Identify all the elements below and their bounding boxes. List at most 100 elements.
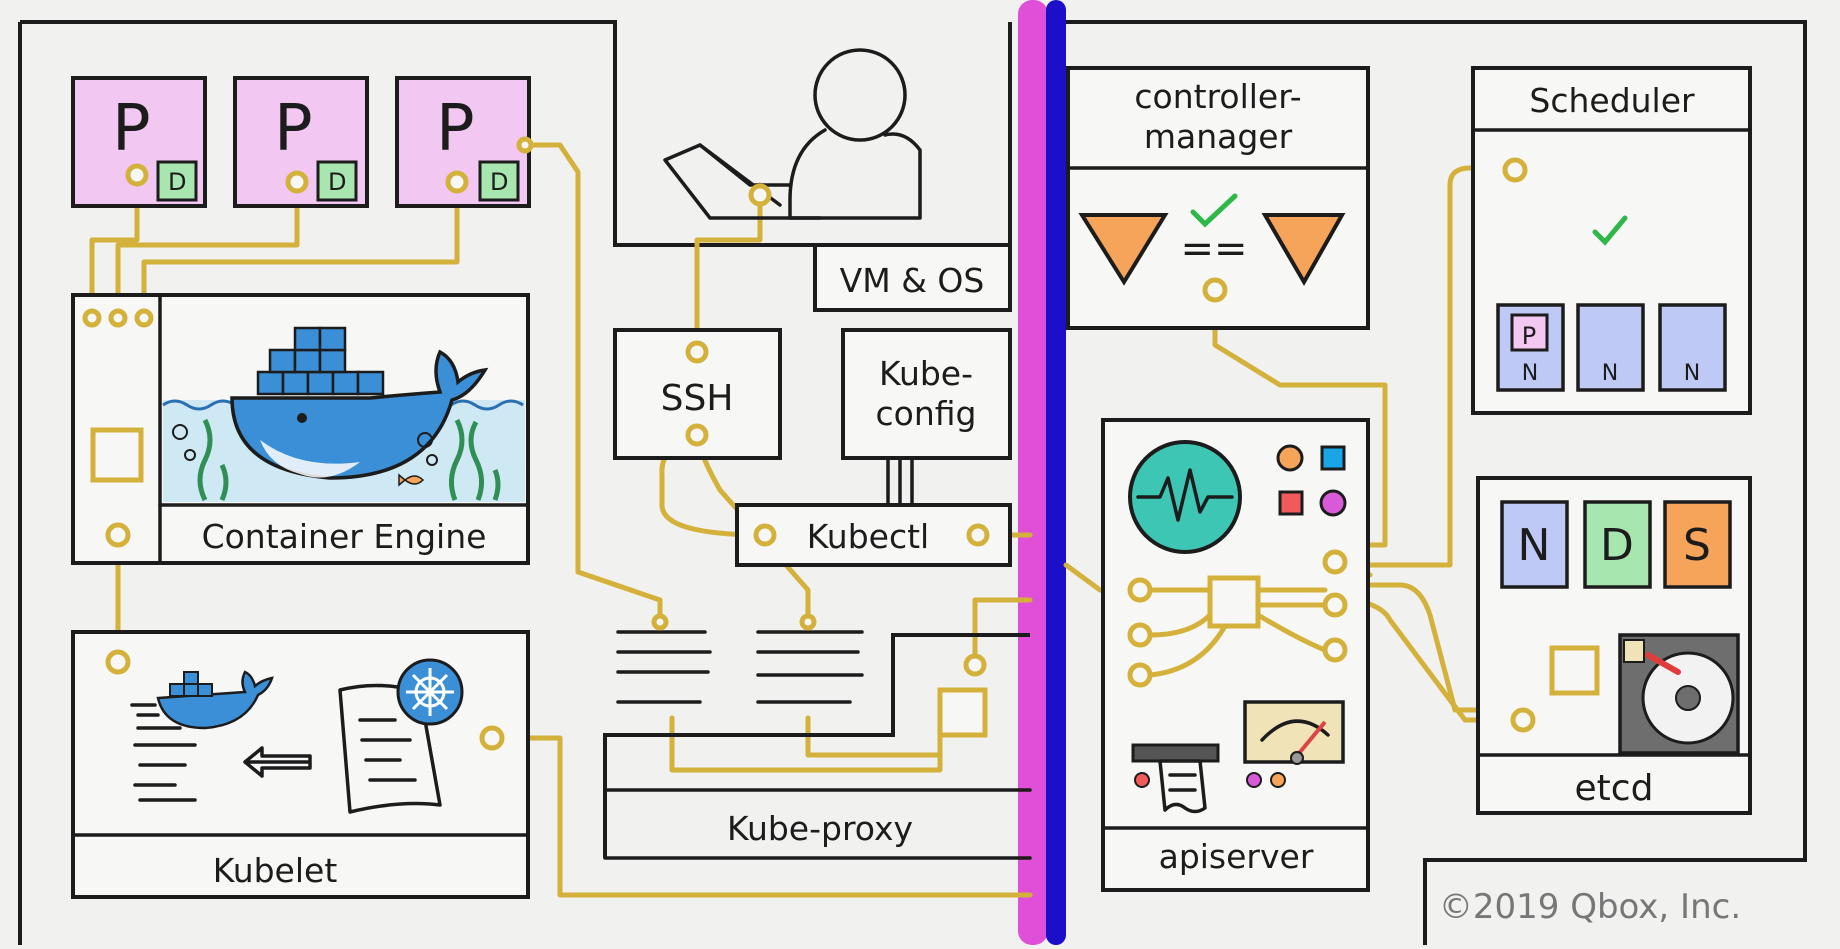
etcd[interactable]: N D S etcd	[1476, 476, 1752, 815]
pod-connector	[285, 170, 309, 194]
pod-container-badge	[316, 160, 358, 202]
document-icon	[338, 683, 442, 814]
etcd-store-label: D	[1600, 520, 1634, 571]
ssh-top-connector	[685, 340, 709, 364]
status-light-orange	[1276, 444, 1304, 472]
checkmark-icon	[1592, 215, 1628, 246]
ssh-bottom-connector	[685, 423, 709, 447]
proxy-junction	[937, 687, 988, 738]
engine-connector	[134, 308, 154, 328]
desired-state-triangle	[1078, 213, 1169, 286]
controller-manager-label-line1: controller-	[1134, 77, 1301, 116]
fish-icon	[398, 473, 425, 487]
scheduler-label: Scheduler	[1529, 81, 1695, 120]
pod-badge-label: D	[490, 168, 508, 196]
etcd-store-d	[1583, 500, 1652, 589]
status-light-red	[1278, 490, 1304, 516]
rules-text-lines	[616, 630, 864, 704]
engine-connector	[82, 308, 102, 328]
proxy-connector	[651, 613, 669, 631]
receipt-printer-icon	[1131, 743, 1220, 814]
node-label: N	[1522, 361, 1538, 386]
kubeconfig-label-line1: Kube-	[879, 354, 973, 393]
kubelet[interactable]: Kubelet	[71, 630, 530, 899]
apiserver-hub	[1207, 575, 1261, 629]
apiserver-label: apiserver	[1159, 837, 1314, 876]
status-light-purple	[1319, 489, 1347, 517]
ssh[interactable]: SSH	[613, 328, 782, 460]
kubectl-left-connector	[753, 523, 777, 547]
kube-proxy-frame	[603, 633, 1030, 858]
pod-badge-label: D	[168, 168, 186, 196]
kubectl[interactable]: Kubectl	[735, 503, 1012, 567]
engine-connector	[108, 308, 128, 328]
etcd-connector	[1510, 707, 1536, 733]
vm-os[interactable]: VM & OS	[813, 243, 1012, 312]
hard-disk-icon	[1618, 633, 1740, 755]
container-engine[interactable]: Container Engine	[71, 293, 530, 565]
checkmark-icon	[1190, 193, 1238, 228]
controller-equals: ==	[1180, 226, 1247, 272]
seaweed	[197, 418, 501, 502]
copyright-notice: ©2019 Qbox, Inc.	[1439, 887, 1741, 927]
scheduler[interactable]: Scheduler P N N N	[1471, 66, 1752, 415]
apiserver-port	[1322, 592, 1348, 618]
kube-proxy[interactable]: Kube-proxy	[603, 613, 1032, 860]
kubernetes-wheel-icon	[396, 658, 464, 726]
kubeconfig-link	[886, 456, 914, 507]
apiserver-port	[1127, 622, 1153, 648]
scheduled-pod-label: P	[1522, 322, 1536, 350]
pod-2[interactable]: P D	[233, 76, 369, 208]
etcd-junction	[1549, 645, 1600, 696]
current-state-triangle	[1261, 213, 1346, 287]
engine-connector	[105, 522, 131, 548]
apiserver-port	[1127, 577, 1153, 603]
etcd-store-s	[1663, 500, 1732, 589]
gauge-icon	[1243, 700, 1345, 788]
status-light-blue	[1320, 445, 1346, 471]
controller-manager-connector	[1202, 277, 1228, 303]
pod-container-badge	[478, 160, 520, 202]
kubelet-connector	[105, 649, 131, 675]
pod-label: P	[274, 92, 313, 166]
pod-group: P D P D P D	[71, 76, 534, 208]
scheduler-node-2	[1576, 303, 1645, 392]
controller-manager-label-line2: manager	[1144, 117, 1293, 156]
node-label: N	[1684, 361, 1700, 386]
scheduler-connector	[1502, 157, 1528, 183]
pod-side-connector	[516, 136, 534, 154]
scheduled-pod	[1510, 313, 1549, 352]
vm-os-box	[813, 243, 1012, 312]
controller-manager-box	[1066, 66, 1370, 330]
controller-manager[interactable]: controller- manager ==	[1066, 66, 1370, 330]
apiserver-port	[1322, 637, 1348, 663]
kubectl-label: Kubectl	[807, 517, 929, 556]
pod-container-badge	[156, 160, 198, 202]
ssh-label: SSH	[661, 378, 734, 419]
left-divider	[1018, 0, 1048, 945]
container-engine-label: Container Engine	[202, 517, 487, 556]
right-panel-frame	[1065, 20, 1807, 945]
pod-label: P	[436, 92, 475, 166]
kubelet-text-lines	[133, 726, 197, 802]
proxy-connector	[963, 653, 987, 677]
kubectl-box	[735, 503, 1012, 567]
etcd-store-n	[1500, 500, 1569, 589]
kubeconfig-label-line2: config	[876, 394, 977, 433]
pod-3[interactable]: P D	[395, 76, 534, 208]
kubeconfig[interactable]: Kube- config	[841, 328, 1012, 507]
docker-whale-icon	[130, 670, 274, 730]
scheduler-node-3	[1658, 303, 1727, 392]
etcd-label: etcd	[1575, 768, 1654, 809]
kubeconfig-box	[841, 328, 1012, 460]
pod-1[interactable]: P D	[71, 76, 207, 208]
pod-label: P	[112, 92, 151, 166]
apiserver[interactable]: apiserver	[1101, 418, 1370, 892]
pod-badge-label: D	[328, 168, 346, 196]
kubelet-right-connector	[479, 725, 505, 751]
apiserver-port	[1127, 662, 1153, 688]
etcd-store-label: S	[1683, 520, 1711, 571]
kubelet-label: Kubelet	[213, 851, 338, 890]
